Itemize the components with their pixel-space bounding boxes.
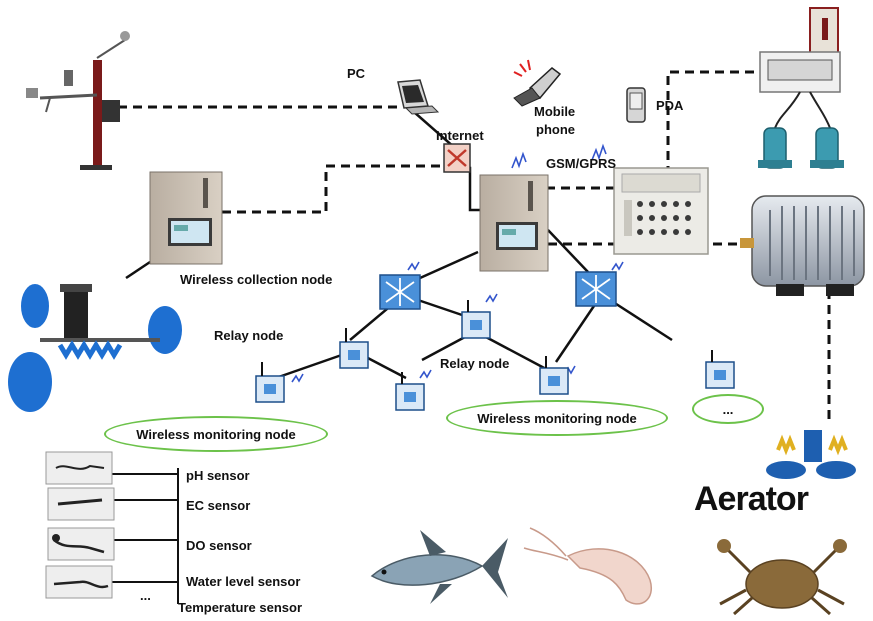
sensor-label-ec: EC sensor: [186, 498, 251, 513]
monitoring-node-icons: [255, 311, 735, 411]
relay-node-top-right: [575, 271, 617, 307]
pc-label: PC: [347, 66, 366, 81]
aerator-icon: [766, 430, 856, 479]
mobile-phone-label-line1: Mobile: [534, 104, 576, 119]
mobile-phone-icon: [513, 59, 562, 107]
monitoring-node-ellipsis: ...: [692, 394, 764, 424]
internet-router-icon: [443, 143, 471, 173]
sensor-ellipsis: ...: [140, 588, 151, 603]
relay-node-label-left: Relay node: [214, 328, 284, 343]
relay-node-top-left: [379, 274, 421, 310]
shrimp-icon: [523, 527, 653, 605]
sensor-label-temperature: Temperature sensor: [178, 600, 303, 615]
internet-label: Internet: [436, 128, 484, 143]
valve-icon: [758, 127, 844, 169]
pc-icon: [397, 79, 440, 115]
dashed-links: [118, 70, 831, 425]
crab-icon: [717, 539, 847, 616]
sensor-label-ph: pH sensor: [186, 468, 250, 483]
sensor-bracket: [112, 468, 179, 604]
sensor-label-water-level: Water level sensor: [186, 574, 301, 589]
pda-icon: [626, 87, 646, 123]
wireless-monitoring-node-right: Wireless monitoring node: [446, 400, 668, 436]
monitoring-node-cores: [264, 320, 726, 402]
collection-node-cabinet-left: [149, 171, 223, 265]
power-box-icon: [759, 7, 841, 129]
pda-label: PDA: [656, 98, 684, 113]
sensor-label-do: DO sensor: [186, 538, 252, 553]
collection-node-cabinet-center: [479, 174, 549, 272]
wireless-monitoring-node-left: Wireless monitoring node: [104, 416, 328, 452]
relay-node-label-center: Relay node: [440, 356, 510, 371]
air-pump-icon: [740, 195, 865, 296]
weather-station-icon: [26, 31, 130, 170]
antenna-icons: [261, 300, 713, 384]
aerator-label: Aerator: [694, 480, 809, 518]
fish-icon: [370, 530, 508, 604]
paddle-aerator-icon: [8, 284, 182, 412]
control-panel-icon: [613, 167, 709, 255]
wireless-collection-node-label: Wireless collection node: [180, 272, 333, 287]
mobile-phone-label-line2: phone: [536, 122, 575, 137]
sensor-photos: [45, 451, 115, 599]
gsm-gprs-label: GSM/GPRS: [546, 156, 617, 171]
